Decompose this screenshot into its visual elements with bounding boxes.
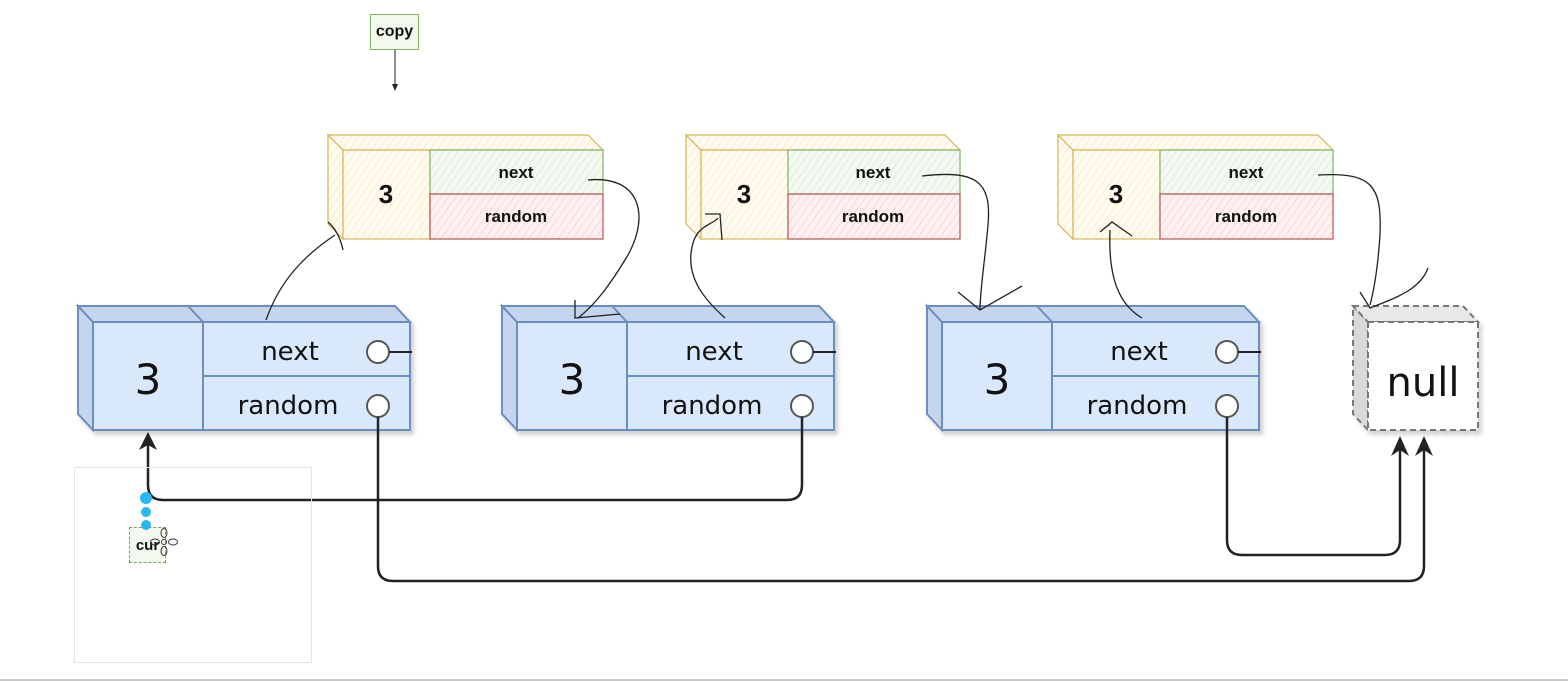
- orig-node-3-text: 3 next random: [984, 337, 1261, 421]
- hand-drawn-links: [265, 173, 1429, 321]
- orig-node-1-next-port: [366, 340, 390, 364]
- cur-label: cur: [135, 536, 160, 554]
- drag-handle-top[interactable]: [140, 492, 152, 504]
- copy-node-3-random-label: random: [1215, 207, 1277, 226]
- copy-node-2-random-label: random: [842, 207, 904, 226]
- orig-node-2-next-port: [790, 340, 814, 364]
- null-node[interactable]: [1350, 303, 1481, 433]
- orig-node-3-value: 3: [984, 355, 1011, 404]
- arrow-head-null-b: [1415, 436, 1433, 456]
- orig-node-1-random-port: [366, 394, 390, 418]
- copy-node-3-next-label: next: [1229, 163, 1264, 182]
- copy-node-2[interactable]: 3 next random: [684, 133, 962, 241]
- selection-frame: [74, 467, 312, 663]
- orig-node-3-next-port: [1215, 340, 1239, 364]
- orig-node-2-random-label: random: [662, 391, 763, 421]
- copy-node-1[interactable]: 3 next random: [326, 133, 605, 241]
- orig-node-2-next-label: next: [685, 337, 743, 367]
- cur-label-box[interactable]: cur: [129, 527, 166, 563]
- canvas-bottom-border: [0, 679, 1568, 681]
- copy-node-1-value: 3: [379, 179, 393, 209]
- copy-node-2-next-label: next: [856, 163, 891, 182]
- copy-label-box[interactable]: copy: [370, 14, 419, 50]
- orig-node-1-next-label: next: [261, 337, 319, 367]
- arrow-head-node1: [139, 432, 157, 450]
- arrow-head-null-a: [1391, 436, 1409, 456]
- drag-handle-mid[interactable]: [141, 507, 151, 517]
- orig-node-2-text: 3 next random: [559, 337, 836, 421]
- copy-node-1-next-label: next: [499, 163, 534, 182]
- null-label: null: [1387, 360, 1460, 406]
- orig-node-3-random-label: random: [1087, 391, 1188, 421]
- orig-node-1-random-label: random: [238, 391, 339, 421]
- selection-handles[interactable]: [120, 488, 190, 568]
- orig-node-1-text: 3 next random: [135, 337, 412, 421]
- orig-node-3-random-port: [1215, 394, 1239, 418]
- orig-node-2-value: 3: [559, 355, 586, 404]
- copy-node-3-value: 3: [1109, 179, 1123, 209]
- random-pointer-arrows: [146, 417, 1426, 583]
- copy-label: copy: [375, 23, 414, 40]
- rotate-icon[interactable]: [150, 528, 178, 556]
- orig-node-3[interactable]: [924, 303, 1262, 433]
- arrowheads: [139, 432, 1433, 456]
- orig-node-3-next-label: next: [1110, 337, 1168, 367]
- copy-node-3[interactable]: 3 next random: [1056, 133, 1335, 241]
- orig-node-1-value: 3: [135, 355, 162, 404]
- copy-node-2-value: 3: [737, 179, 751, 209]
- orig-node-2-random-port: [790, 394, 814, 418]
- drag-handle-low[interactable]: [141, 520, 151, 530]
- copy-node-1-random-label: random: [485, 207, 547, 226]
